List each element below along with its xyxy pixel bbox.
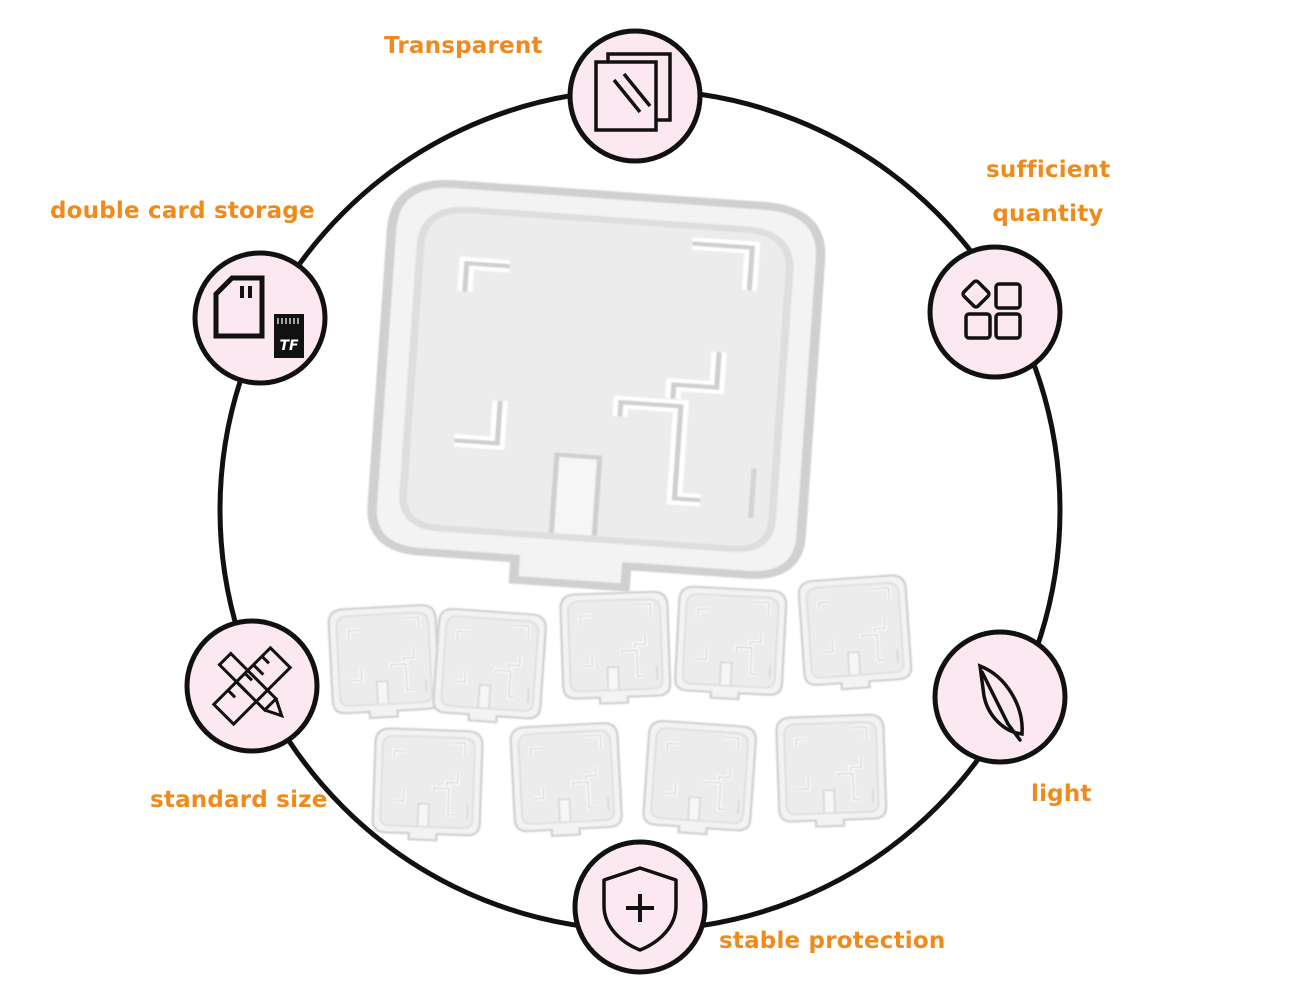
standard-size-icon-badge <box>184 618 320 754</box>
small-card-case <box>326 602 443 722</box>
sd-tf-card-icon: TF <box>213 275 304 358</box>
small-card-cases-group <box>326 572 915 844</box>
small-card-case <box>774 712 889 830</box>
sufficient-quantity-icon-badge <box>927 244 1063 380</box>
small-card-case <box>370 726 485 844</box>
label-stable-protection: stable protection <box>719 928 946 954</box>
feather-icon <box>977 663 1024 742</box>
light-icon-badge <box>932 629 1068 765</box>
small-card-case <box>430 606 549 728</box>
large-card-case-image <box>368 180 824 600</box>
label-sufficient-quantity-line-2: quantity <box>992 201 1104 227</box>
label-double-card-storage: double card storage <box>50 198 315 224</box>
stable-protection-icon-badge <box>572 839 708 975</box>
label-transparent: Transparent <box>384 33 543 59</box>
small-card-case <box>796 572 915 694</box>
label-light: light <box>1031 781 1092 807</box>
transparent-layers-icon <box>594 52 672 132</box>
label-sufficient-quantity: sufficient quantity <box>986 148 1110 236</box>
tf-card-icon-text: TF <box>279 338 299 354</box>
small-card-case <box>508 720 625 840</box>
blocks-icon <box>961 279 1022 340</box>
small-card-case <box>640 718 759 840</box>
small-card-case <box>672 584 789 704</box>
label-standard-size: standard size <box>150 787 328 813</box>
label-sufficient-quantity-line-1: sufficient <box>986 157 1111 183</box>
shield-plus-icon <box>602 866 678 952</box>
double-card-storage-icon-badge: TF <box>192 250 328 386</box>
small-card-case <box>558 589 673 707</box>
transparent-icon-badge <box>567 28 703 164</box>
ruler-pencil-icon <box>211 645 293 727</box>
